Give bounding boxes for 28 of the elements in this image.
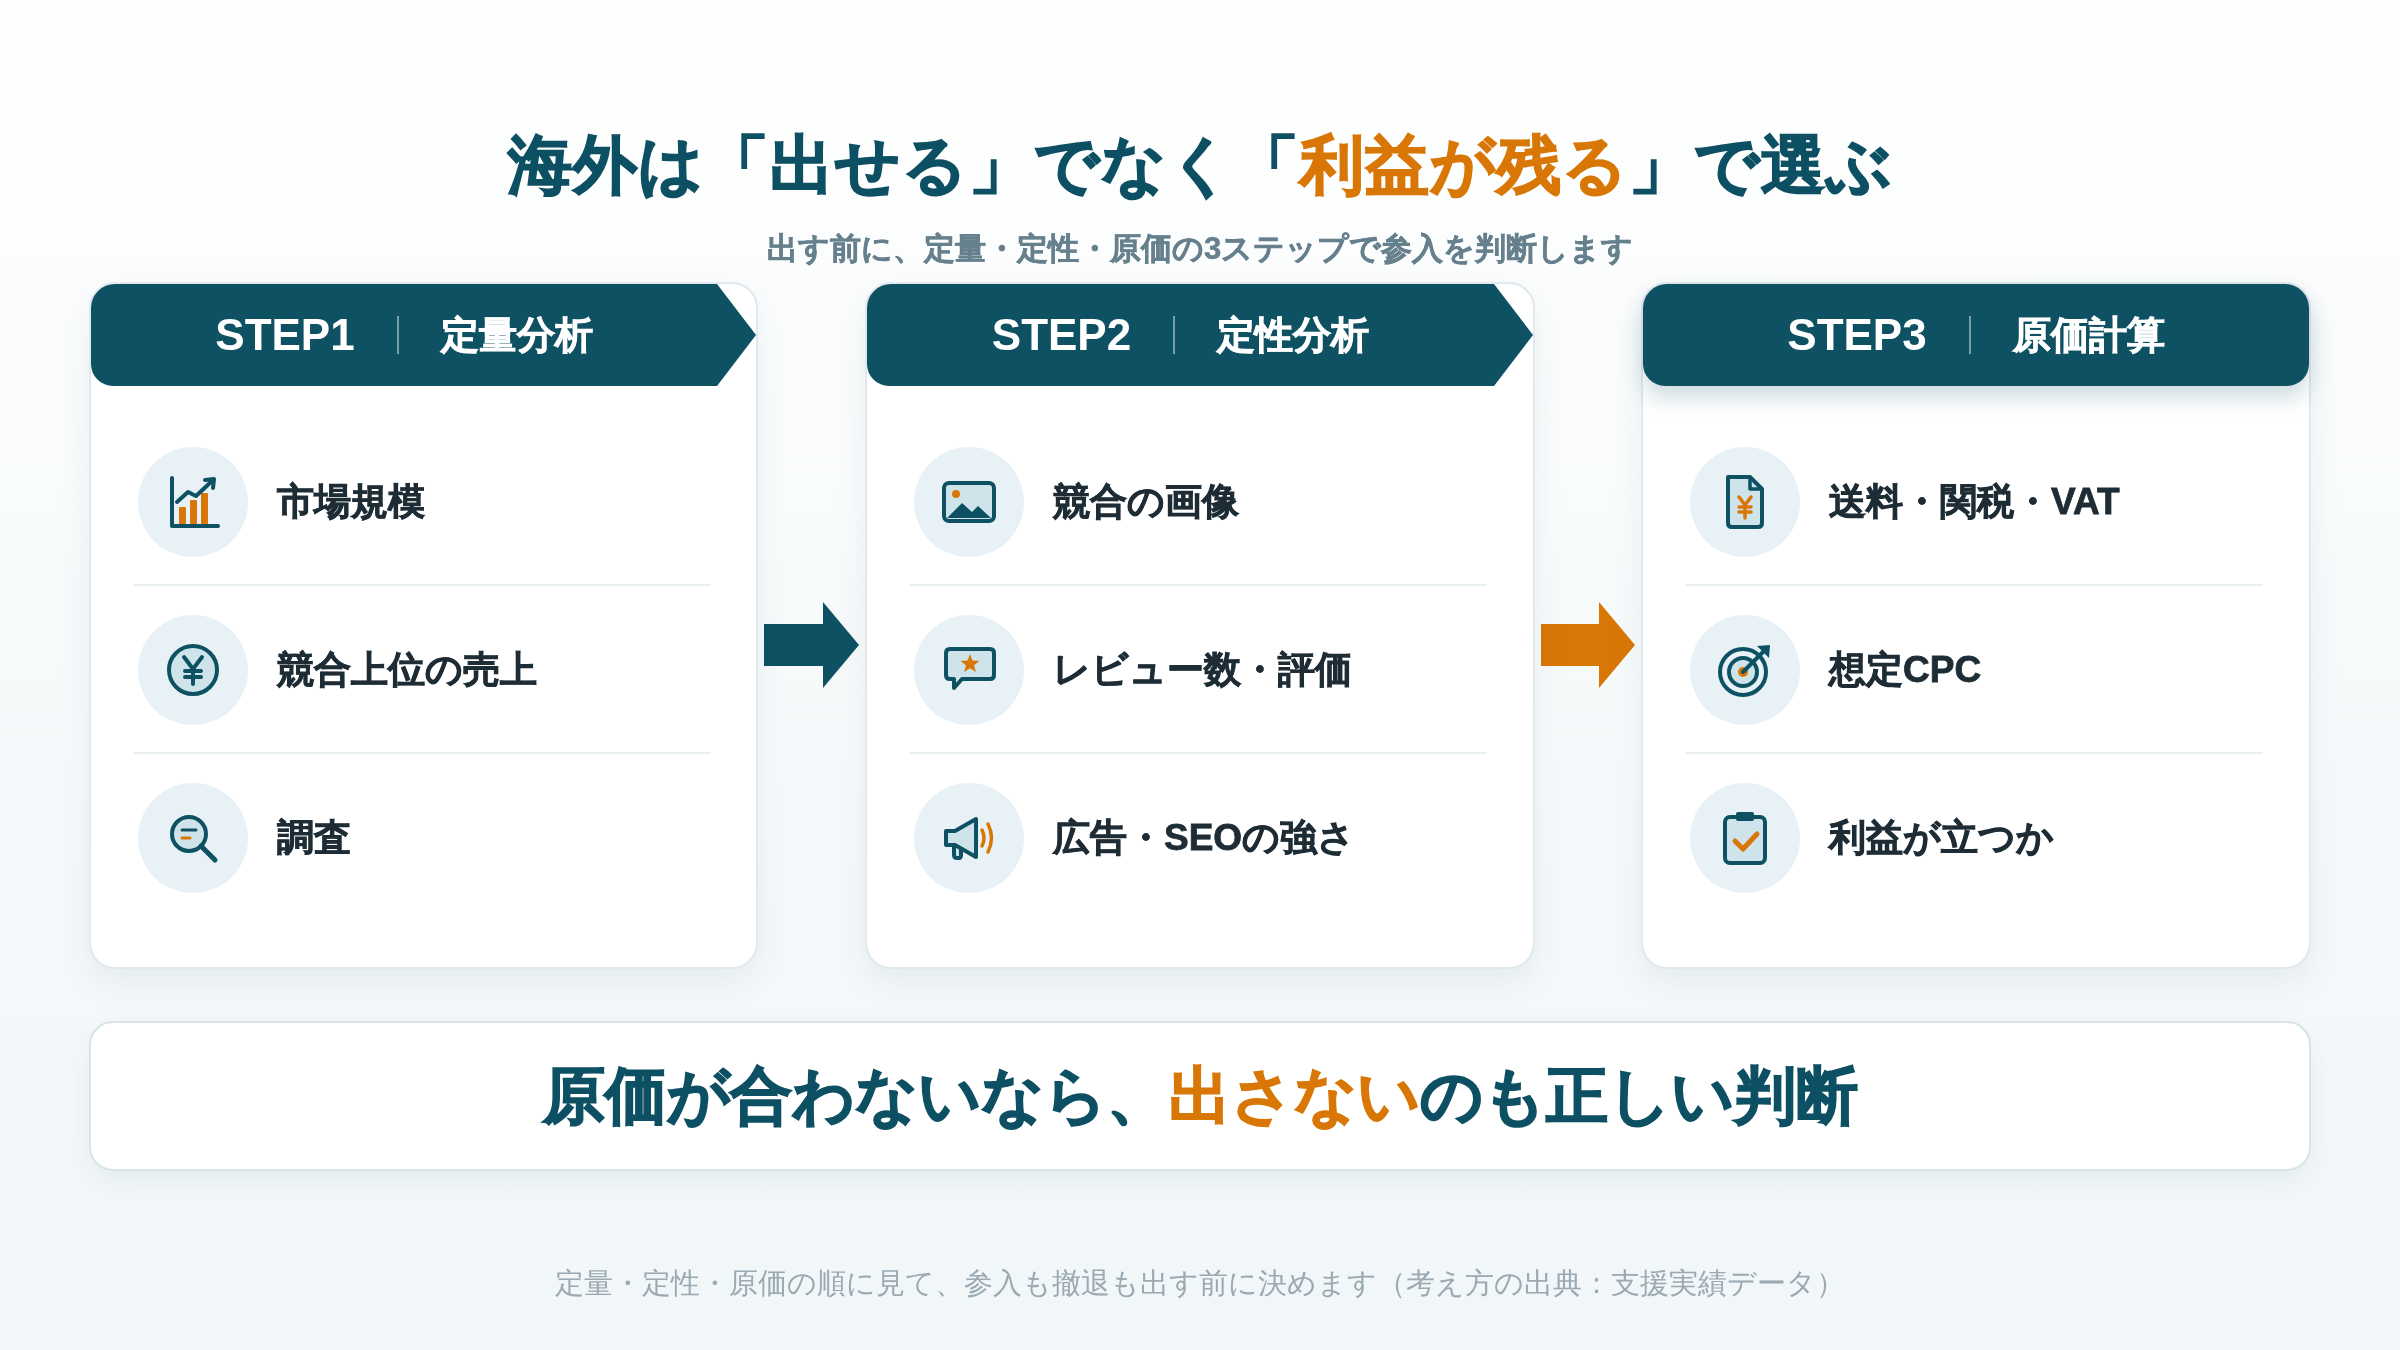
- item-label: レビュー数・評価: [1053, 648, 1352, 692]
- item-label: 調査: [277, 816, 351, 860]
- step-title: 定性分析: [1217, 313, 1370, 358]
- step-number: STEP2: [991, 309, 1132, 361]
- step-header: [91, 284, 756, 386]
- item-label: 利益が立つか: [1829, 816, 2054, 860]
- step-card: [865, 282, 1535, 969]
- step-card: [89, 282, 758, 969]
- conclusion-box: [89, 1021, 2311, 1171]
- item-label: 競合の画像: [1053, 480, 1239, 524]
- item-label: 市場規模: [277, 480, 425, 524]
- conclusion-text: 原価が合わないなら、出さないのも正しい判断: [542, 1060, 1858, 1132]
- arrow: [764, 602, 859, 688]
- arrow: [1541, 602, 1635, 688]
- item-label: 競合上位の売上: [277, 648, 537, 692]
- step-title: 定量分析: [440, 313, 593, 358]
- subtitle: 出す前に、定量・定性・原価の3ステップで参入を判断します: [766, 230, 1634, 268]
- item-label: 送料・関税・VAT: [1829, 480, 2120, 524]
- step-title: 原価計算: [2012, 313, 2165, 358]
- footnote: 定量・定性・原価の順に見て、参入も撤退も出す前に決めます（考え方の出典：支援実績データ）: [555, 1266, 1845, 1301]
- title: 海外は「出せる」でなく「利益が残る」で選ぶ: [507, 128, 1893, 203]
- item-label: 広告・SEOの強さ: [1053, 816, 1356, 860]
- step-number: STEP3: [1787, 309, 1927, 361]
- step-card: [1641, 282, 2311, 969]
- item-label: 想定CPC: [1829, 648, 1982, 692]
- step-header: [867, 284, 1533, 386]
- step-header: [1643, 284, 2309, 386]
- step-number: STEP1: [215, 309, 355, 361]
